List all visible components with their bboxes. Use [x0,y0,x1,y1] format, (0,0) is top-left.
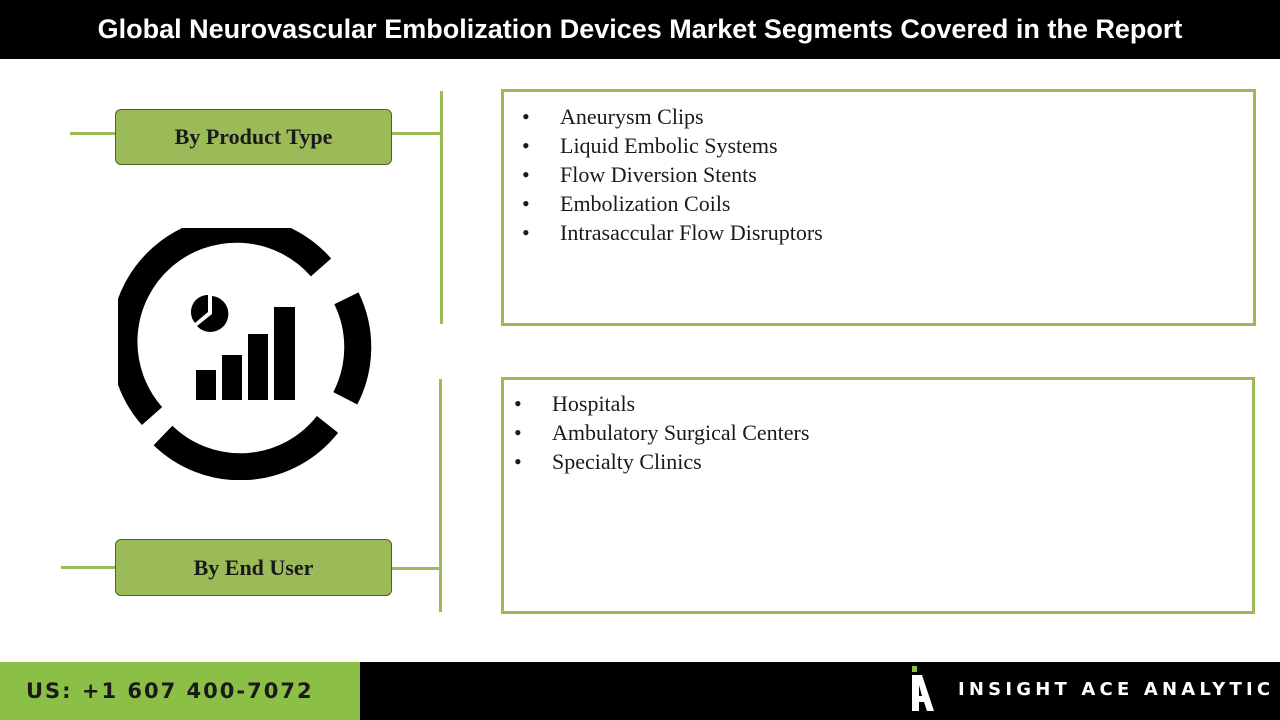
divider-line [439,379,442,612]
bullet-icon: • [522,191,530,216]
list-item: • Specialty Clinics [514,447,1252,476]
list-item: • Flow Diversion Stents [522,160,1253,189]
list-item: • Ambulatory Surgical Centers [514,418,1252,447]
end-user-list-box: •Hospitals •Ambulatory Surgical Centers … [501,377,1255,614]
bullet-icon: • [514,420,522,445]
bar-2 [222,355,242,400]
pie-slice-large [197,296,229,332]
ring-arc-top [118,228,332,426]
pie-slice-small [190,294,208,323]
divider-line [440,91,443,324]
list-item-text: Flow Diversion Stents [560,162,757,187]
bullet-icon: • [514,391,522,416]
list-item: • Embolization Coils [522,189,1253,218]
list-item: • Intrasaccular Flow Disruptors [522,218,1253,247]
brand-name: INSIGHT ACE ANALYTIC [958,679,1275,700]
list-item-text: Specialty Clinics [552,449,702,474]
list-item: • Aneurysm Clips [522,102,1253,131]
bar-1 [196,370,216,400]
page-title: Global Neurovascular Embolization Device… [0,0,1280,59]
analytics-chart-icon [118,228,372,480]
ring-arc-right [333,292,372,405]
list-item-text: Intrasaccular Flow Disruptors [560,220,823,245]
segment-label-product-type: By Product Type [115,109,392,165]
footer-phone: US: +1 607 400-7072 [0,662,360,720]
list-item-text: Hospitals [552,391,636,416]
bullet-icon: • [522,162,530,187]
bar-3 [248,334,268,400]
ring-arc-bottom [153,415,339,480]
company-logo-icon [912,666,934,711]
connector-line [61,566,118,569]
end-user-list: •Hospitals •Ambulatory Surgical Centers … [504,380,1252,476]
connector-line [390,132,442,135]
bullet-icon: • [522,220,530,245]
list-item-text: Ambulatory Surgical Centers [552,420,810,445]
footer-brand-bar: INSIGHT ACE ANALYTIC [360,662,1280,720]
bullet-icon: • [522,133,530,158]
list-item-text: Aneurysm Clips [560,104,704,129]
list-item-text: Liquid Embolic Systems [560,133,778,158]
segment-label-end-user: By End User [115,539,392,596]
connector-line [390,567,442,570]
list-item: • Hospitals [514,389,1252,418]
product-type-list: •Aneurysm Clips •Liquid Embolic Systems … [504,92,1253,247]
list-item: • Liquid Embolic Systems [522,131,1253,160]
product-type-list-box: •Aneurysm Clips •Liquid Embolic Systems … [501,89,1256,326]
list-item-text: Embolization Coils [560,191,731,216]
bar-4 [274,307,295,400]
connector-line [70,132,118,135]
bullet-icon: • [522,104,530,129]
bullet-icon: • [514,449,522,474]
